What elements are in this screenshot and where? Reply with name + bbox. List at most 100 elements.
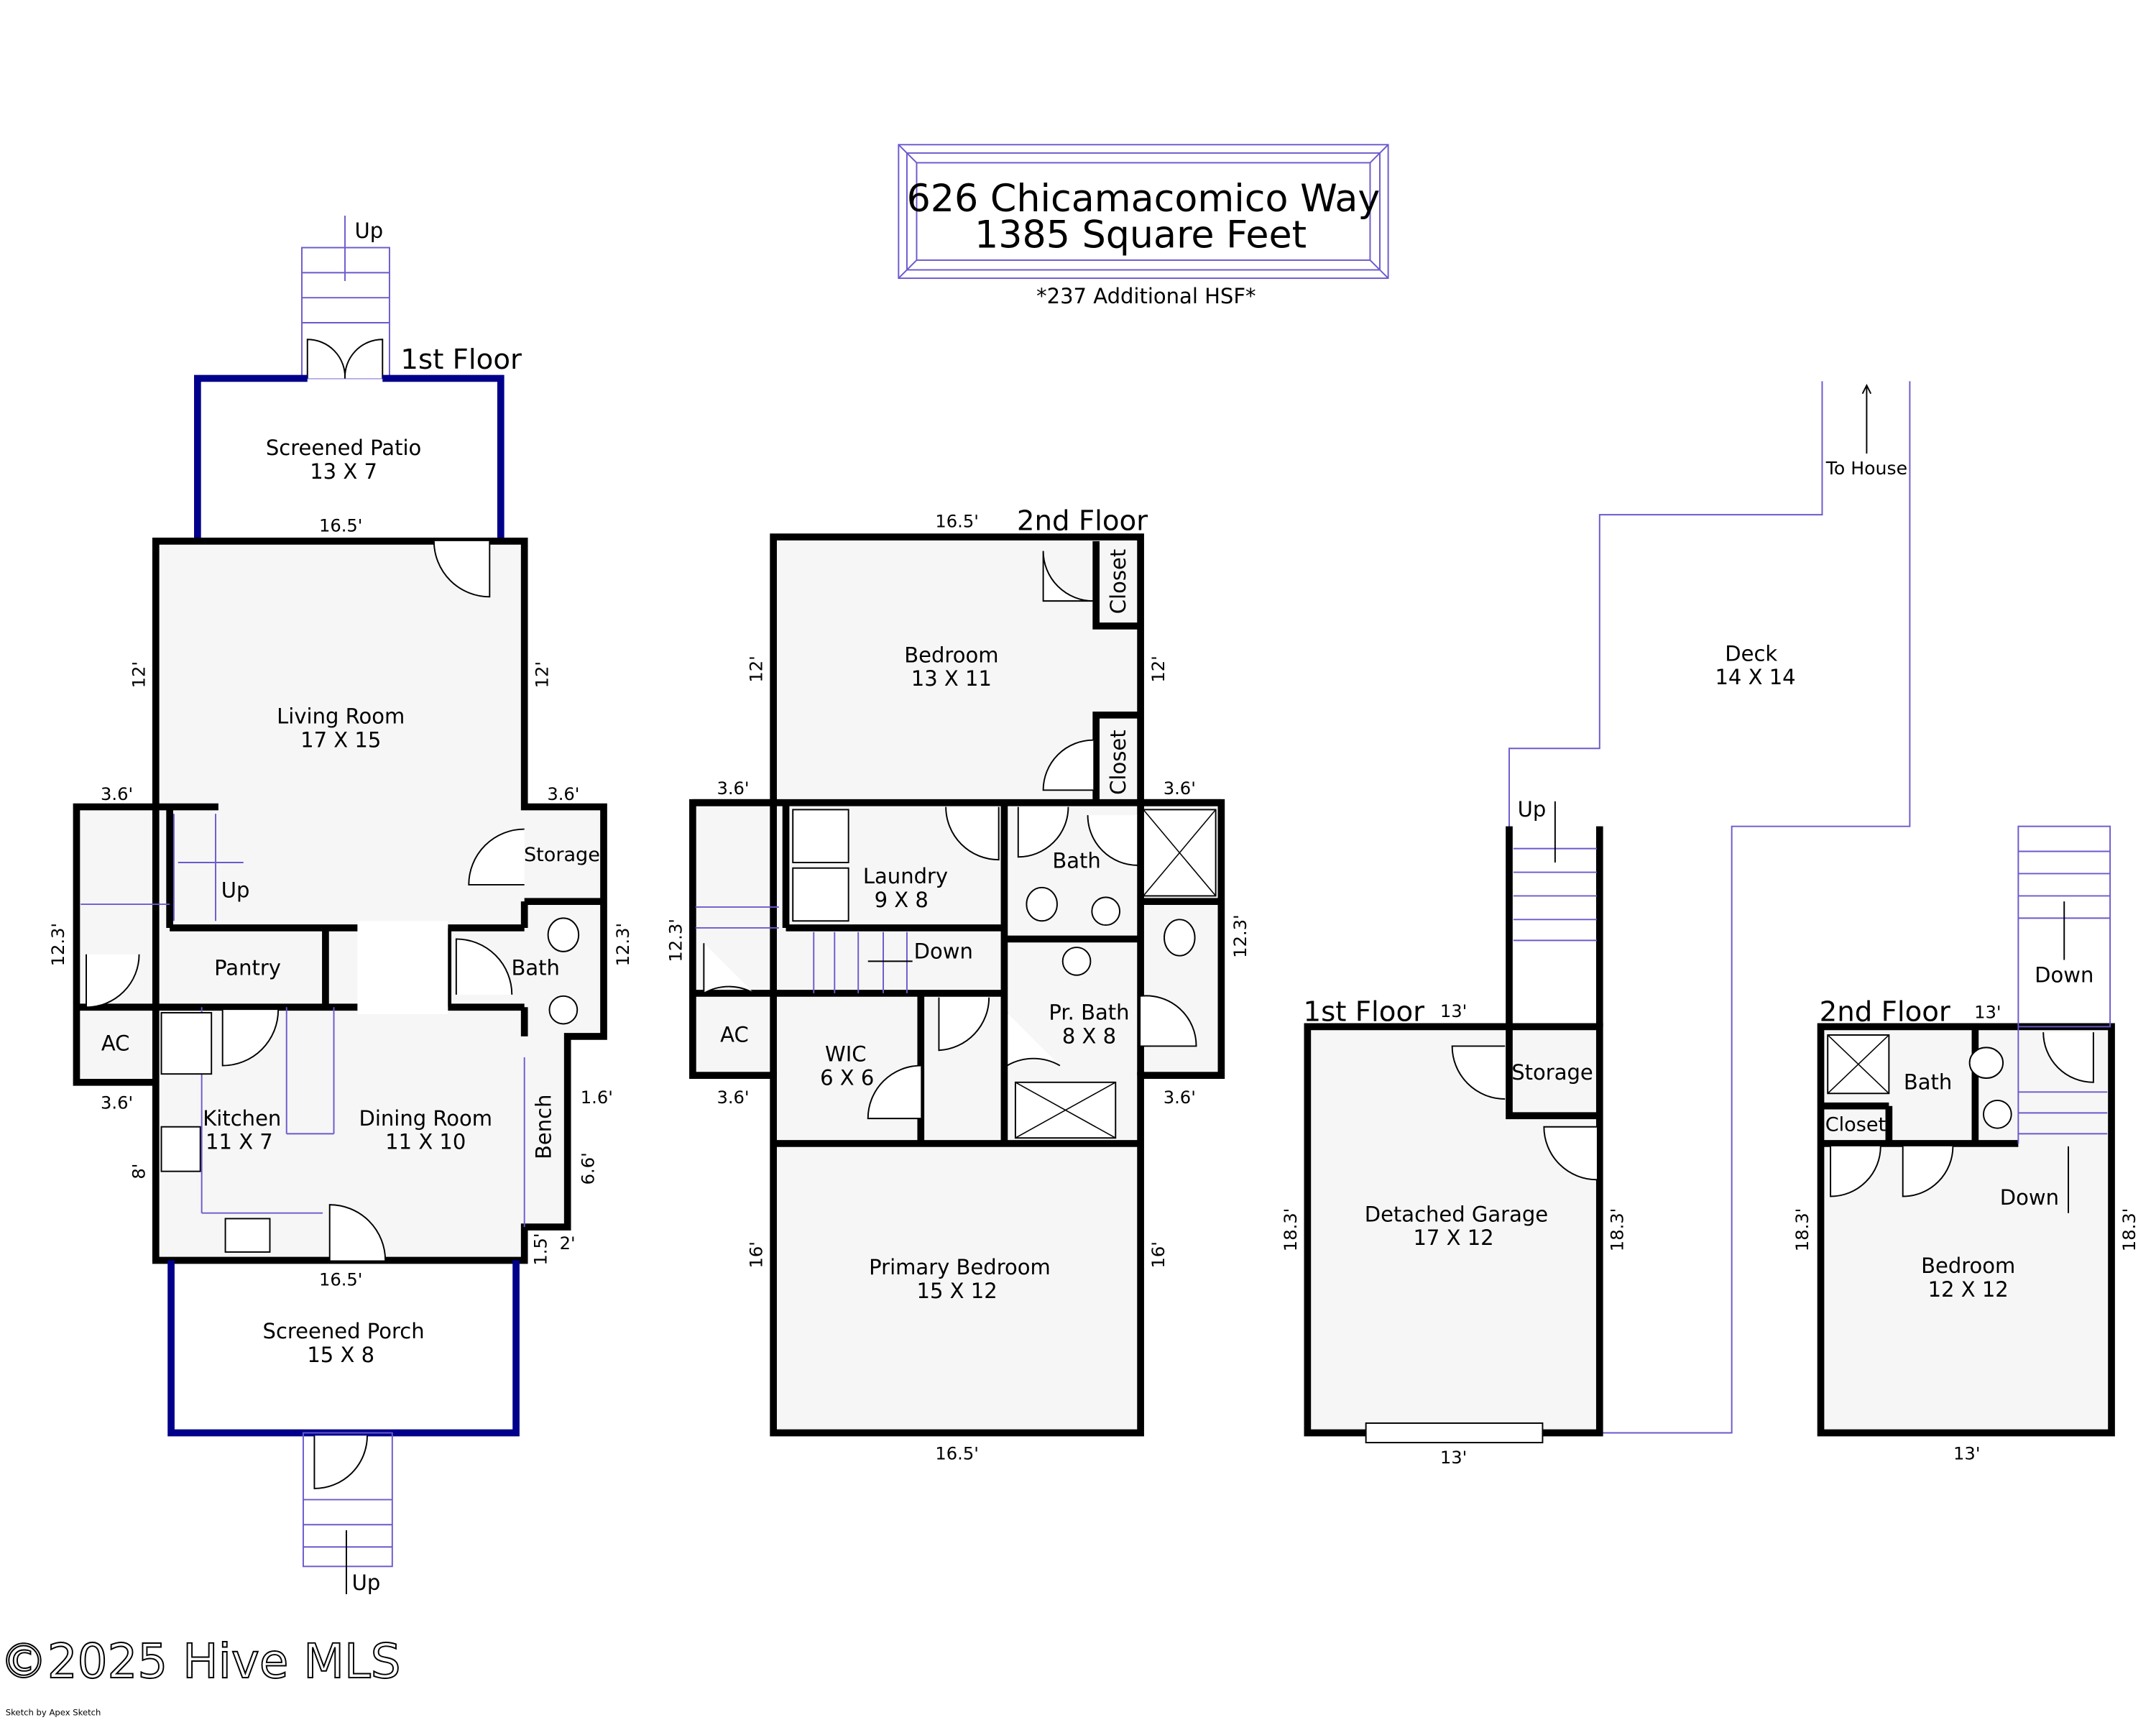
sink-icon	[548, 995, 579, 1025]
door[interactable]	[1902, 1146, 1954, 1197]
room-name-wic: WIC	[825, 1042, 867, 1067]
outer-stairs[interactable]: Down	[2017, 825, 2111, 1028]
room-name-screened-patio: Screened Patio	[266, 436, 421, 460]
room-name-dining-room: Dining Room	[359, 1106, 493, 1131]
dryer-icon	[792, 867, 849, 922]
door[interactable]	[313, 1435, 368, 1489]
room-name-bath: Bath	[511, 956, 559, 980]
room-size-wic: 6 X 6	[820, 1066, 874, 1090]
door[interactable]	[1042, 551, 1094, 602]
dimension: 16.5'	[935, 1443, 979, 1463]
room-name-bedroom: Bedroom	[1921, 1254, 2015, 1278]
dimension: 12.3'	[613, 923, 633, 967]
room-name-ac: AC	[720, 1023, 749, 1047]
floor-label: 1st Floor	[400, 344, 522, 376]
dimension: 16'	[1148, 1241, 1169, 1268]
dimension: 13'	[1974, 1003, 2001, 1023]
stairs-down-label: Down	[914, 939, 973, 964]
door[interactable]	[1140, 995, 1197, 1047]
door[interactable]	[455, 938, 513, 995]
room-name-storage: Storage	[524, 844, 600, 866]
sink-icon	[1061, 947, 1092, 976]
room-name-pantry: Pantry	[214, 956, 281, 980]
garage-first-floor: Up 1st Floor Storage Detached Garage 17 …	[1281, 797, 1628, 1468]
stairs-down-label: Down	[2000, 1185, 2059, 1210]
dimension: 8'	[129, 1164, 149, 1179]
dimension: 12'	[533, 661, 553, 688]
room-name-living-room: Living Room	[277, 704, 405, 728]
door[interactable]	[468, 828, 525, 886]
room-size-screened-porch: 15 X 8	[307, 1343, 374, 1367]
door[interactable]	[1042, 739, 1094, 791]
floor-label: 2nd Floor	[1820, 996, 1950, 1029]
door[interactable]	[938, 997, 990, 1052]
washer-icon	[792, 809, 849, 863]
toilet-icon	[1026, 886, 1058, 922]
floor-label: 1st Floor	[1304, 996, 1425, 1029]
stairs-up-label: Up	[1518, 797, 1547, 822]
dimension: 12'	[1148, 656, 1169, 682]
room-name-bedroom: Bedroom	[904, 643, 998, 667]
door[interactable]	[1087, 815, 1139, 866]
dimension: 3.6'	[101, 784, 133, 804]
dimension: 13'	[1953, 1443, 1980, 1463]
floor-label: 2nd Floor	[1017, 505, 1148, 537]
door[interactable]	[703, 943, 755, 995]
sketch-credit: Sketch by Apex Sketch	[6, 1707, 101, 1717]
dimension: 3.6'	[1164, 1087, 1196, 1108]
dimension: 2'	[560, 1233, 576, 1254]
room-size-deck: 14 X 14	[1715, 665, 1795, 689]
stairs-down[interactable]: Down	[695, 906, 973, 993]
room-name-kitchen: Kitchen	[203, 1106, 281, 1131]
house-first-floor: Up 1st Floor Screened Patio 13 X 7 Up Li…	[48, 215, 633, 1596]
opening	[357, 921, 448, 1014]
door[interactable]	[221, 1010, 280, 1067]
house-second-floor: Down 2nd Floor Bedroom 13 X 11 Closet Cl…	[665, 505, 1250, 1463]
door[interactable]	[1830, 1146, 1881, 1197]
dimension: 3.6'	[717, 778, 749, 799]
dimension: 3.6'	[101, 1093, 133, 1113]
room-size-pr-bath: 8 X 8	[1062, 1024, 1116, 1049]
garage-stairs[interactable]: Up	[1513, 797, 1597, 942]
toilet-icon	[1164, 919, 1196, 957]
room-name-screened-porch: Screened Porch	[263, 1319, 425, 1343]
sink-icon	[224, 1218, 271, 1253]
room-name-closet: Closet	[1825, 1114, 1886, 1136]
stairs-up-label: Up	[221, 878, 250, 902]
dimension: 1.6'	[581, 1087, 613, 1108]
dimension: 16.5'	[319, 515, 363, 535]
dimension: 13'	[1440, 1001, 1467, 1021]
room-size-laundry: 9 X 8	[875, 888, 929, 912]
door[interactable]	[1543, 1126, 1597, 1181]
square-feet: 1385 Square Feet	[975, 214, 1307, 257]
door[interactable]	[86, 954, 140, 1008]
room-name-closet: Closet	[1106, 730, 1130, 794]
room-name-closet: Closet	[1106, 549, 1130, 614]
stairs-bottom[interactable]: Up	[302, 1432, 393, 1596]
inner-stairs[interactable]: Down	[2000, 1026, 2108, 1213]
additional-hsf: *237 Additional HSF*	[1036, 284, 1256, 308]
dimension: 18.3'	[1281, 1208, 1301, 1252]
door[interactable]	[1017, 806, 1069, 858]
dimension: 12'	[747, 656, 767, 682]
room-size-garage: 17 X 12	[1413, 1225, 1493, 1250]
door[interactable]	[945, 806, 1000, 861]
double-door[interactable]	[306, 339, 384, 379]
room-name-primary-bedroom: Primary Bedroom	[869, 1255, 1051, 1279]
toilet-icon	[547, 917, 580, 952]
address: 626 Chicamacomico Way	[907, 178, 1381, 221]
dimension: 3.6'	[547, 784, 579, 804]
door[interactable]	[867, 1064, 921, 1120]
room-name-laundry: Laundry	[863, 864, 948, 888]
door[interactable]	[433, 541, 491, 598]
refrigerator-icon	[160, 1012, 213, 1075]
inner-stairs[interactable]: Up	[80, 814, 249, 921]
dimension: 16'	[747, 1241, 767, 1268]
door[interactable]	[2042, 1032, 2094, 1083]
stairs-up-label: Up	[355, 219, 384, 243]
garage-door[interactable]	[1365, 1422, 1544, 1444]
door[interactable]	[328, 1204, 387, 1261]
room-name-bench: Bench	[531, 1094, 556, 1159]
door[interactable]	[1451, 1045, 1506, 1100]
